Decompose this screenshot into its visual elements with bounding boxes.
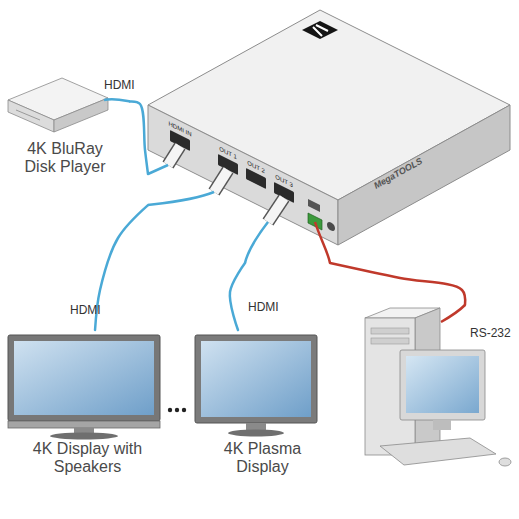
monitor-bezel bbox=[400, 350, 485, 420]
player-front bbox=[8, 100, 54, 132]
device-display: 4K Display with Speakers bbox=[0, 330, 175, 495]
display-bezel bbox=[8, 335, 160, 421]
disc-slot bbox=[16, 110, 40, 120]
ellipsis-dot bbox=[175, 408, 179, 412]
ellipsis-dot bbox=[182, 408, 186, 412]
hdmi-plug bbox=[214, 170, 228, 192]
display-bezel bbox=[195, 335, 317, 423]
terminal-block bbox=[308, 213, 322, 230]
hdmi-cable bbox=[95, 205, 148, 330]
cable-stub bbox=[245, 222, 268, 263]
monitor-stand bbox=[433, 420, 451, 430]
keyboard bbox=[380, 438, 496, 465]
player-side bbox=[54, 98, 108, 132]
hdmi-plug bbox=[268, 198, 284, 222]
cable-label: HDMI bbox=[248, 300, 279, 314]
brand-logo-mark bbox=[313, 25, 328, 36]
device-label: 4K Display with Speakers bbox=[0, 440, 175, 477]
display-base bbox=[228, 430, 284, 437]
cable-stub bbox=[148, 192, 214, 205]
device-display: 4K Plasma Display bbox=[190, 330, 335, 495]
device-label: 4K Plasma Display bbox=[200, 440, 325, 477]
cable-label: HDMI bbox=[104, 78, 135, 92]
amplifier-front bbox=[148, 105, 338, 245]
display-screen bbox=[14, 341, 154, 415]
drive-bay bbox=[371, 328, 409, 334]
display-screen bbox=[201, 341, 311, 417]
hdmi-cable bbox=[230, 263, 245, 330]
hdmi-plug bbox=[268, 198, 284, 222]
device-label: 4K BluRay Disk Player bbox=[15, 140, 115, 177]
serial-cable-stub bbox=[441, 305, 465, 322]
cable-stub bbox=[148, 165, 168, 174]
mouse bbox=[499, 458, 511, 466]
amplifier-side bbox=[338, 105, 510, 245]
drive-bay bbox=[371, 338, 409, 344]
ellipsis-dot bbox=[168, 408, 172, 412]
hdmi-plug bbox=[168, 146, 180, 165]
cable-label: HDMI bbox=[70, 303, 101, 317]
amplifier-illustration bbox=[148, 8, 510, 263]
cable-label: RS-232 bbox=[470, 326, 511, 340]
brand-logo bbox=[302, 21, 338, 39]
serial-cable-stub bbox=[315, 222, 330, 263]
hdmi-cable bbox=[130, 101, 148, 174]
display-base bbox=[50, 433, 118, 440]
speaker-bar bbox=[8, 421, 160, 428]
hdmi-plug bbox=[214, 170, 228, 192]
device-distribution-amplifier: HDMI INOUT 1OUT 2OUT 3 bbox=[148, 8, 510, 263]
monitor-screen bbox=[406, 356, 479, 413]
power-jack bbox=[327, 221, 335, 233]
hdmi-plug bbox=[168, 146, 180, 165]
cable-stub bbox=[104, 99, 130, 101]
serial-cable bbox=[330, 263, 465, 305]
dip-switch bbox=[308, 199, 320, 212]
